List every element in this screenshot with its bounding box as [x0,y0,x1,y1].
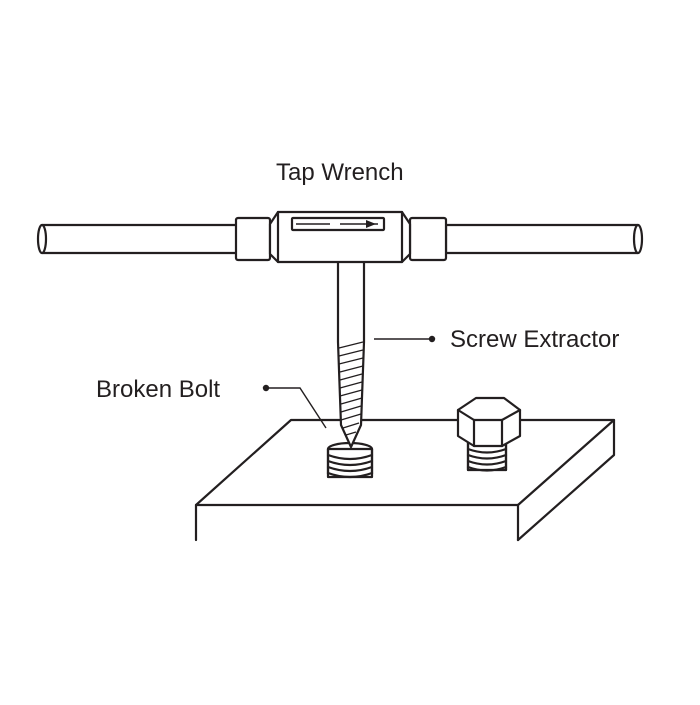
workpiece-block [194,418,616,542]
screw-extractor [336,256,366,449]
broken-bolt-leader [262,384,327,429]
tap-wrench [36,210,644,264]
tap-wrench-label: Tap Wrench [276,159,404,186]
broken-bolt [326,441,374,479]
hex-bolt [456,396,522,472]
broken-bolt-label: Broken Bolt [96,376,221,403]
screw-extractor-label: Screw Extractor [450,326,620,353]
screw-extractor-leader [374,335,436,343]
